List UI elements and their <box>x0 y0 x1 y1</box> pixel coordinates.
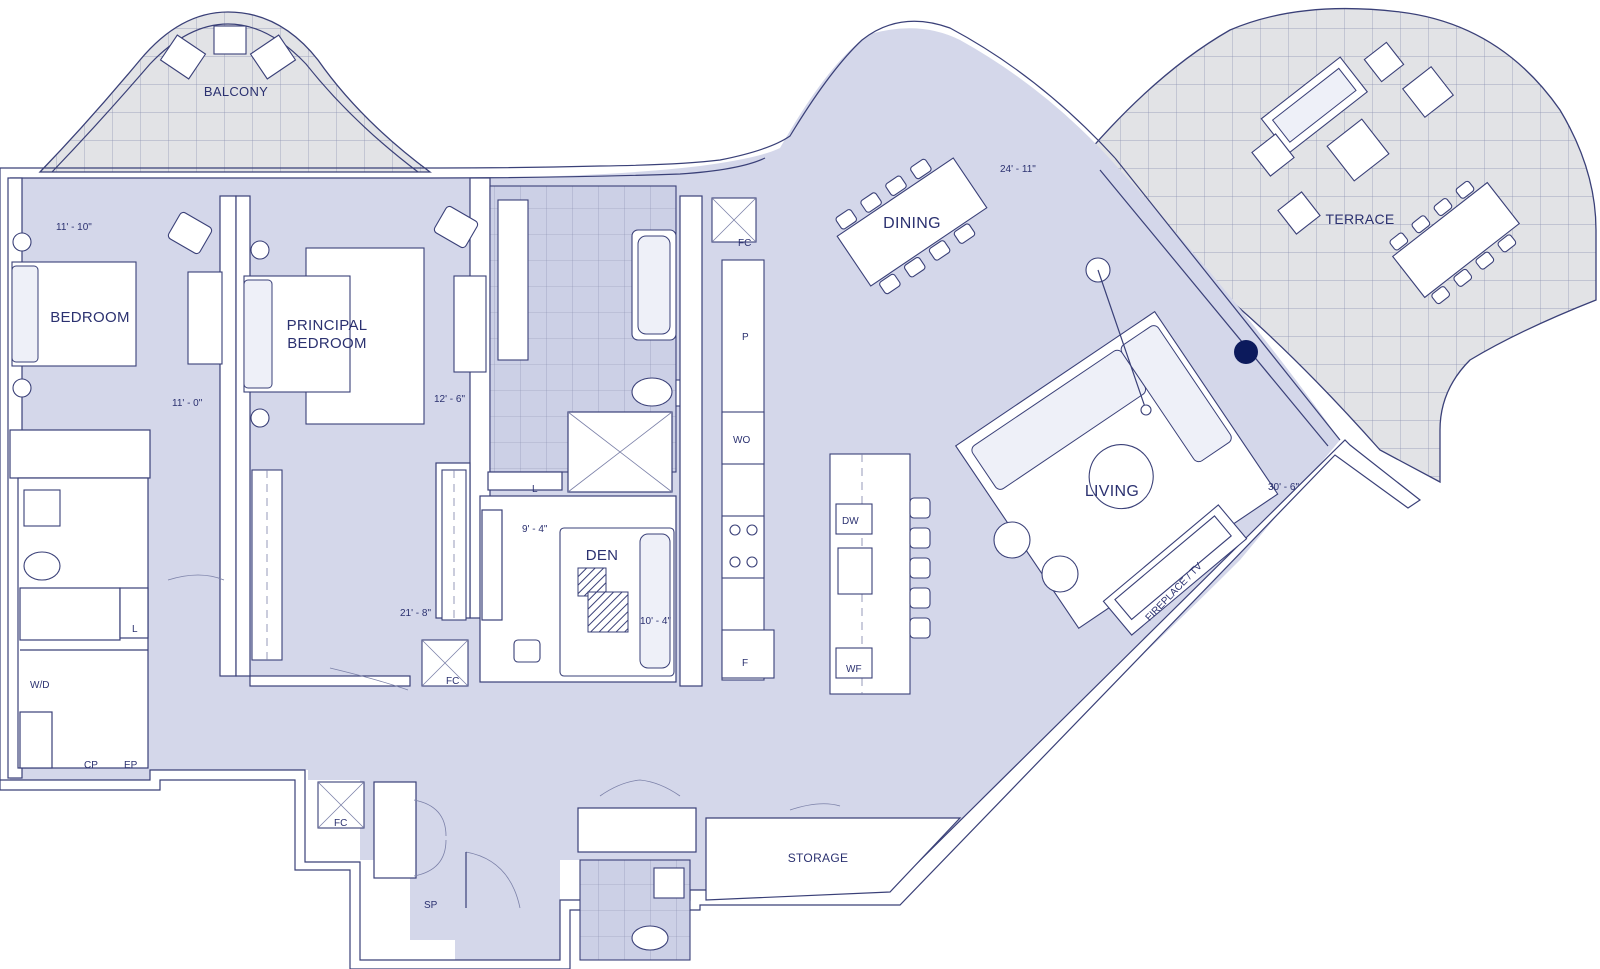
label-ep: EP <box>124 760 138 771</box>
label-living: LIVING <box>1085 483 1139 500</box>
dim-dining-width: 24' - 11" <box>1000 164 1036 175</box>
dim-bedroom-depth: 11' - 0" <box>172 398 203 409</box>
dim-living-width: 30' - 6" <box>1268 482 1299 493</box>
exterior-wall <box>0 168 1422 969</box>
dim-den-depth: 10' - 4" <box>640 616 671 627</box>
label-principal-bedroom-2: BEDROOM <box>287 335 367 352</box>
label-sp: SP <box>424 900 438 911</box>
terrace-area <box>1089 7 1597 484</box>
label-storage: STORAGE <box>788 851 849 865</box>
label-balcony: BALCONY <box>204 84 268 99</box>
label-dishwasher: DW <box>842 516 859 527</box>
balcony-area <box>38 11 432 173</box>
dim-bedroom-width: 11' - 10" <box>56 222 92 233</box>
label-wall-oven: WO <box>733 435 750 446</box>
label-fridge: F <box>742 658 748 669</box>
dim-principal-depth: 12' - 6" <box>434 394 465 405</box>
label-fc-den: FC <box>446 676 459 687</box>
label-fc-kitchen: FC <box>738 238 751 249</box>
label-wine-fridge: WF <box>846 664 862 675</box>
dim-den-width: 9' - 4" <box>522 524 548 535</box>
location-marker <box>1234 340 1258 364</box>
label-cp: CP <box>84 760 98 771</box>
label-linen-bath: L <box>532 484 538 495</box>
label-bedroom: BEDROOM <box>50 309 130 326</box>
label-linen-den: L <box>132 624 138 635</box>
label-principal-bedroom-1: PRINCIPAL <box>287 317 368 334</box>
dim-principal-length: 21' - 8" <box>400 608 431 619</box>
label-den: DEN <box>586 547 619 564</box>
label-dining: DINING <box>883 215 941 232</box>
label-washer-dryer: W/D <box>30 680 49 691</box>
label-pantry: P <box>742 332 749 343</box>
label-terrace: TERRACE <box>1326 211 1395 227</box>
label-fc-foyer: FC <box>334 818 347 829</box>
